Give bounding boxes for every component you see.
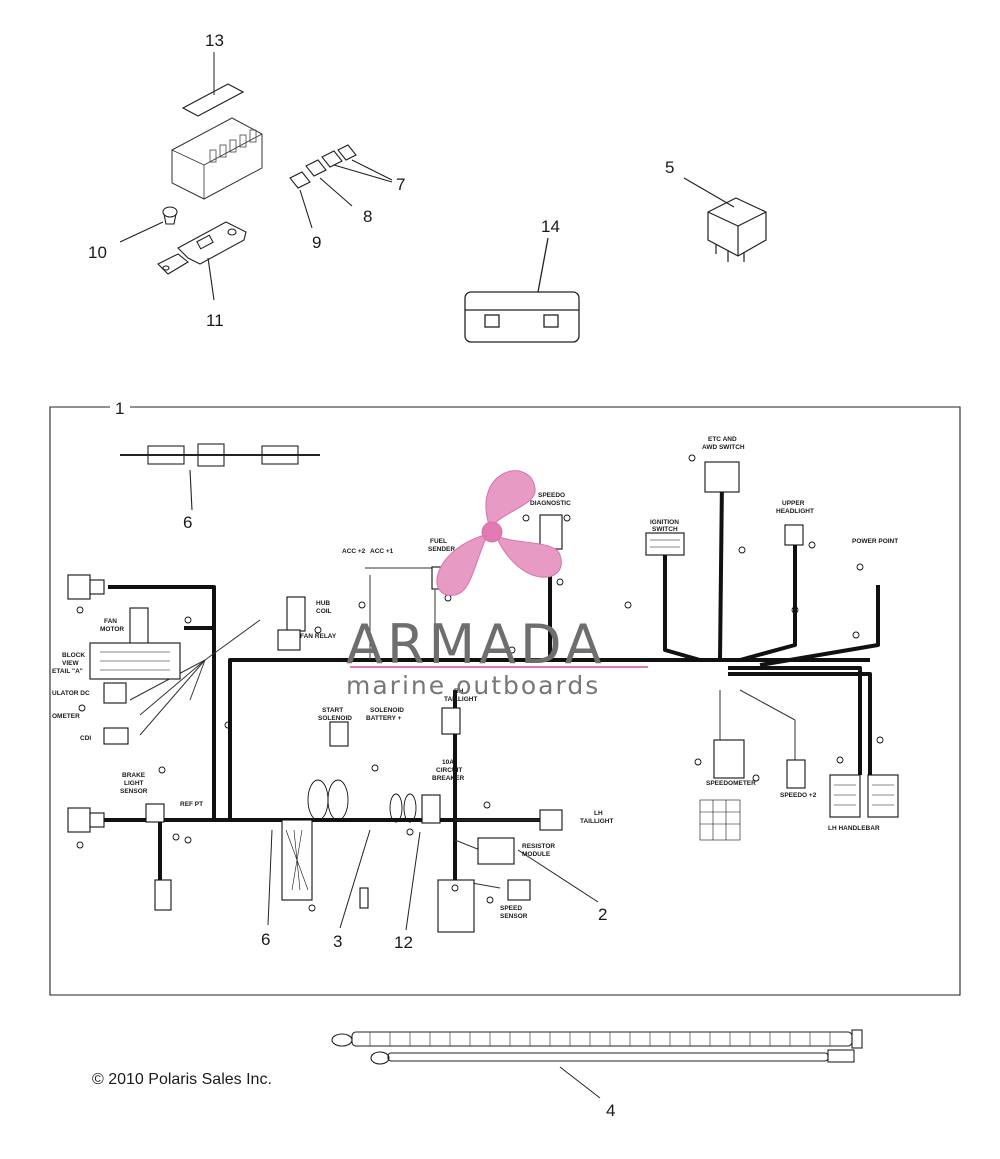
pin-grids [100,539,894,891]
label-solenoid-battery-2: BATTERY + [366,715,402,722]
callout-11: 11 [206,311,224,330]
label-fan-relay: FAN RELAY [300,633,337,640]
label-block-view-3: ETAIL "A" [52,668,83,675]
label-speedo-diagnostic-2: DIAGNOSTIC [530,500,571,507]
label-brake-3: SENSOR [120,788,148,795]
label-ref-pt: REF PT [180,801,203,808]
label-fan-motor-2: MOTOR [100,626,124,633]
label-resistor-2: MODULE [522,851,551,858]
label-ometer: OMETER [52,713,80,720]
label-ignition-switch-1: IGNITION [650,519,679,526]
label-brake-1: BRAKE [122,772,146,779]
label-etc-awd-1: ETC AND [708,436,737,443]
connector-pair-6 [120,443,320,511]
callout-10: 10 [88,243,107,262]
callout-8: 8 [363,207,372,226]
armada-watermark: ARMADA marine outboards [346,470,648,700]
label-fuel-sender-1: FUEL [430,538,447,545]
label-circuit-breaker-1: 10A [442,759,454,766]
callout-3: 3 [333,932,342,951]
part-13-label-pad [181,52,245,117]
part-14-ferrite [464,237,580,343]
label-rh-taillight-2: TAILLIGHT [444,696,477,703]
watermark-title: ARMADA [346,613,606,676]
label-fan-motor-1: FAN [104,618,117,625]
callout-numbers: 13 7 8 9 10 11 5 14 1 6 6 3 12 2 4 [88,31,674,1120]
fuse-block [171,117,263,200]
wire-labels: ETC AND AWD SWITCH UPPER HEADLIGHT IGNIT… [52,436,898,920]
label-acc1: ACC +1 [370,548,394,555]
fuses-7-8-9 [289,144,393,229]
callout-7: 7 [396,175,405,194]
callout-9: 9 [312,233,321,252]
label-speedo-diagnostic-1: SPEEDO [538,492,565,499]
callout-5: 5 [665,158,674,177]
harness-thin-wires [129,567,796,889]
label-start-solenoid-1: START [322,707,343,714]
label-fuel-sender-2: SENDER [428,546,455,553]
part-5-relay [683,177,767,262]
label-upper-headlight-1: UPPER [782,500,805,507]
label-hub-coil-1: HUB [316,600,330,607]
label-block-view-1: BLOCK [62,652,85,659]
propeller-logo-icon [436,470,562,596]
label-brake-2: LIGHT [124,780,144,787]
callout-14: 14 [541,217,560,236]
label-block-view-2: VIEW [62,660,79,667]
label-start-solenoid-2: SOLENOID [318,715,352,722]
label-lh-handlebar: LH HANDLEBAR [828,825,880,832]
label-rh-taillight-1: RH [454,688,464,695]
label-ignition-switch-2: SWITCH [652,526,678,533]
callout-12: 12 [394,933,413,952]
watermark-subtitle: marine outboards [346,671,600,700]
label-lh-taillight-1: LH [594,810,603,817]
callout-6-top: 6 [183,513,192,532]
callout-4: 4 [606,1101,615,1120]
callout-13: 13 [205,31,224,50]
label-speed-sensor-2: SENSOR [500,913,528,920]
harness-frame [49,406,961,996]
label-hub-coil-2: COIL [316,608,332,615]
label-power-point: POWER POINT [852,538,898,545]
callout-1: 1 [115,399,124,418]
copyright-notice: © 2010 Polaris Sales Inc. [92,1071,272,1088]
label-circuit-breaker-3: BREAKER [432,775,464,782]
callout-2: 2 [598,905,607,924]
label-upper-headlight-2: HEADLIGHT [776,508,814,515]
part-4-cables [331,1029,863,1065]
label-speedometer: SPEEDOMETER [706,780,756,787]
part-10-clip [119,206,178,243]
callout-6-bottom: 6 [261,930,270,949]
label-speedo2: SPEEDO +2 [780,792,817,799]
leader-lines [267,829,601,1099]
part-11-bracket [157,221,247,301]
label-acc2: ACC +2 [342,548,366,555]
label-speed-sensor-1: SPEED [500,905,522,912]
label-regulator: ULATOR DC [52,690,90,697]
label-lh-taillight-2: TAILLIGHT [580,818,613,825]
label-etc-awd-2: AWD SWITCH [702,444,745,451]
label-cdi: CDI [80,735,91,742]
label-circuit-breaker-2: CIRCUIT [436,767,462,774]
label-resistor-1: RESISTOR [522,843,555,850]
label-solenoid-battery-1: SOLENOID [370,707,404,714]
